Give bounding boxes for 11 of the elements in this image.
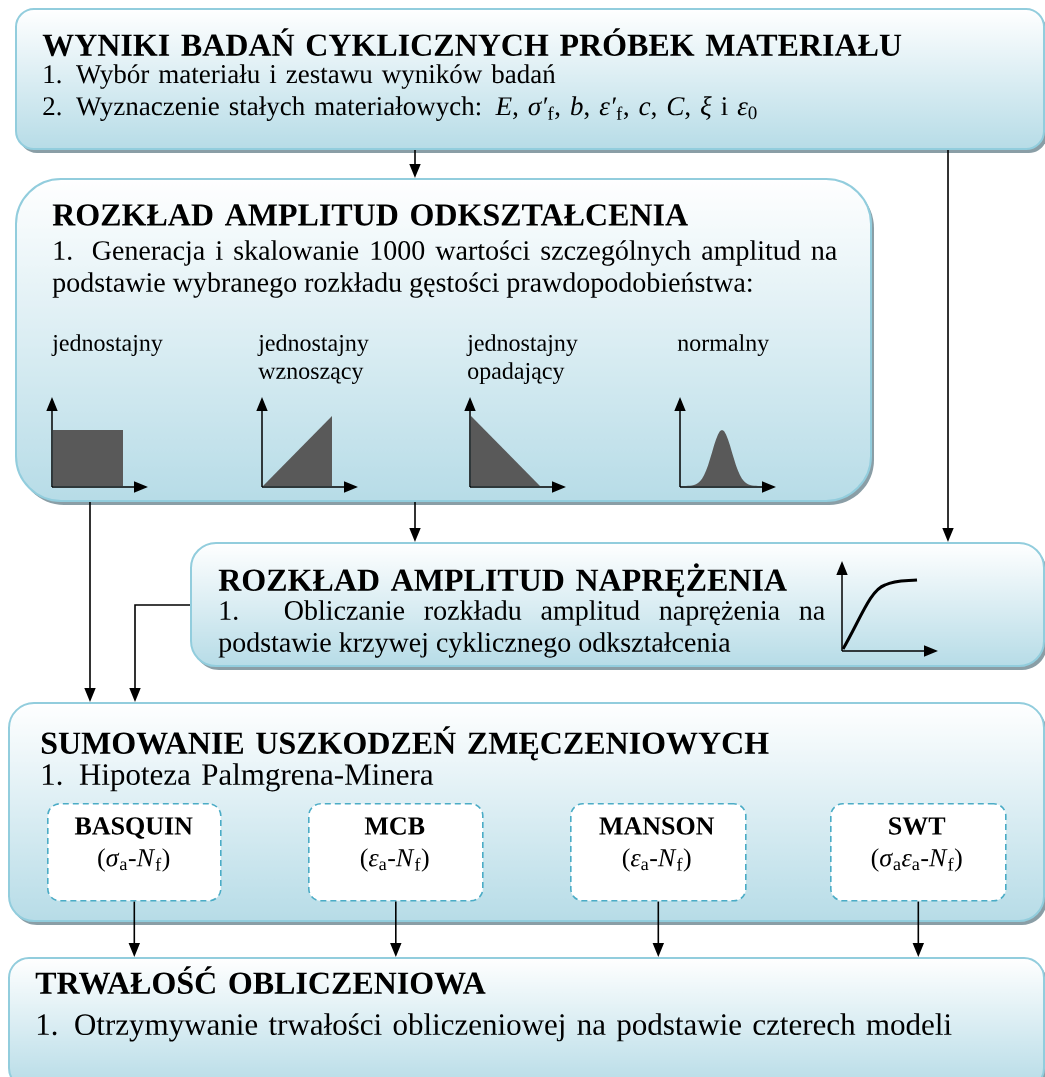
process-box: WYNIKI BADAŃ CYKLICZNYCH PRÓBEK MATERIAŁU 1. Wybór materiału i zestawu wyników badań 2. Wyznaczenie stałych materiałowych: E, σ′$_{f}$, b, ε′$_{f}$, c, C, ξ i ε$_{0}$ <box>15 8 1045 153</box>
process-box: TRWAŁOŚĆ OBLICZENIOWA 1. Otrzymywanie trwałości obliczeniowej na podstawie czterech modeli <box>8 957 1045 1077</box>
model-box: MCB (ε$_{a}$-N$_{f}$) <box>308 803 484 902</box>
distribution-label: jednostajny <box>51 334 163 357</box>
model-box: MANSON (ε$_{a}$-N$_{f}$) <box>570 803 747 902</box>
distribution-label: jednostajny wznoszący <box>257 334 369 385</box>
distribution-label: jednostajny opadający <box>466 334 578 385</box>
process-box: ROZKŁAD AMPLITUD NAPRĘŻENIA 1. Obliczanie rozkładu amplitud naprężenia na podstawie krzywej cyklicznego odkształcenia <box>190 542 1045 670</box>
distribution-label: normalny <box>677 334 770 357</box>
model-box: BASQUIN (σ$_{a}$-N$_{f}$) <box>47 803 222 902</box>
model-box: SWT (σ$_{a}$ε$_{a}$-N$_{f}$) <box>830 803 1007 902</box>
